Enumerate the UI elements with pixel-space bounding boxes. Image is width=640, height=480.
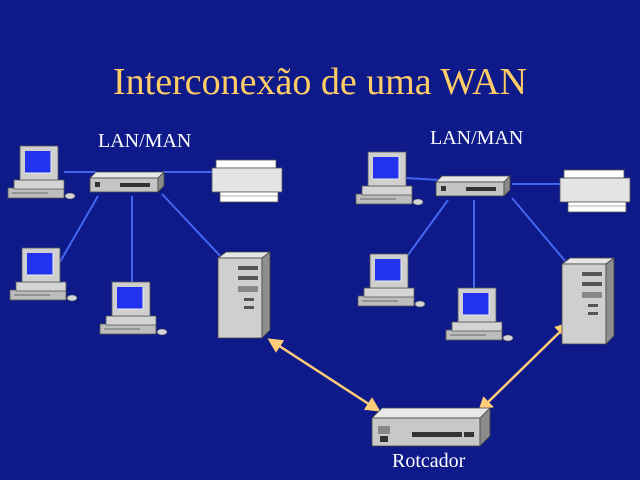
hub-icon xyxy=(435,175,511,197)
printer-icon xyxy=(559,169,631,213)
lan-links-left xyxy=(59,171,225,282)
hub-icon xyxy=(89,171,165,193)
lan-right-label: LAN/MAN xyxy=(430,127,524,149)
computer-icon xyxy=(357,253,426,308)
printer-icon xyxy=(211,159,283,203)
computer-icon xyxy=(99,281,168,336)
slide-title: Interconexão de uma WAN xyxy=(113,61,527,103)
server-tower-icon xyxy=(217,251,271,339)
router-icon xyxy=(371,407,491,447)
lan-left-label: LAN/MAN xyxy=(98,130,192,152)
computer-icon xyxy=(445,287,514,342)
computer-icon xyxy=(9,247,78,302)
router-label: Rotcador xyxy=(392,450,466,472)
server-tower-icon xyxy=(561,257,615,345)
wan-links xyxy=(267,321,571,413)
